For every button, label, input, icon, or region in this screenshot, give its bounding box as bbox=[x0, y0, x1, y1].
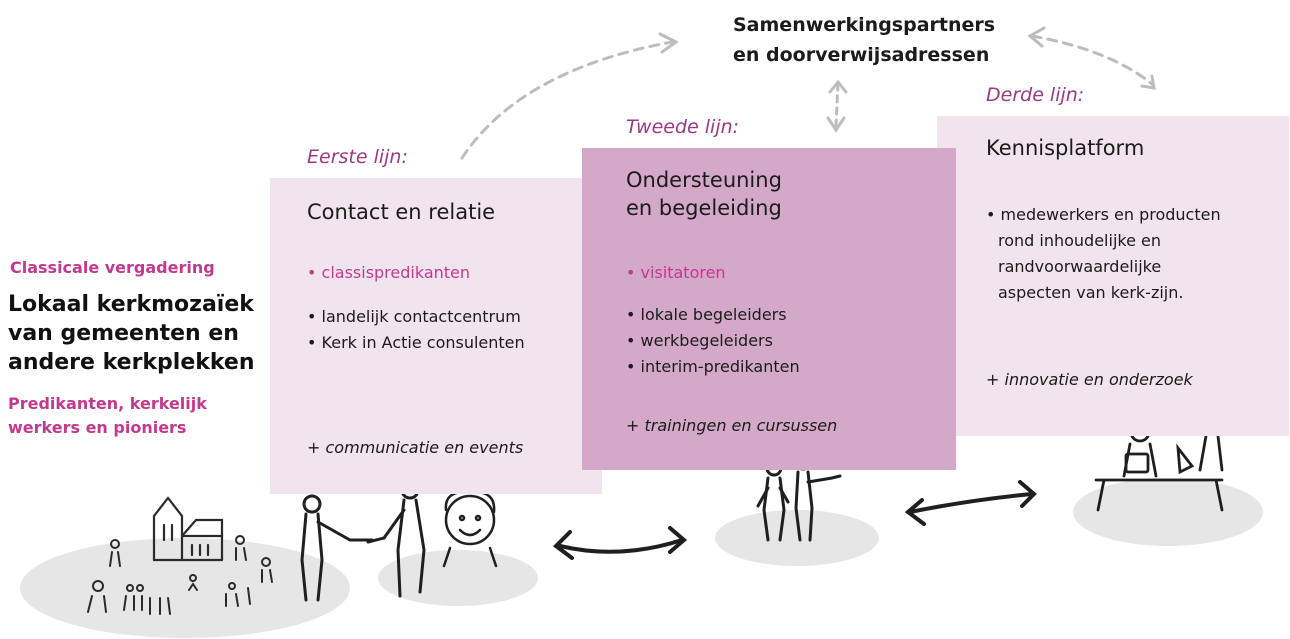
meeting-ground-ellipse bbox=[1073, 478, 1263, 546]
eerste-lijn-extra: + communicatie en events bbox=[307, 438, 524, 457]
dashed-arrow-left-head bbox=[658, 32, 679, 54]
dashed-arrow-right bbox=[1030, 34, 1154, 86]
derde-lijn-title: Kennisplatform bbox=[986, 136, 1145, 160]
eerste-lijn-item-2: • Kerk in Actie consulenten bbox=[307, 333, 525, 352]
tweede-lijn-box bbox=[582, 148, 956, 470]
derde-lijn-item-4: aspecten van kerk-zijn. bbox=[998, 283, 1184, 302]
derde-lijn-box bbox=[937, 116, 1289, 436]
handshake-ground-ellipse bbox=[378, 550, 538, 606]
classicale-vergadering-label: Classicale vergadering bbox=[10, 258, 215, 277]
church-people bbox=[87, 535, 273, 615]
derde-lijn-item-2: rond inhoudelijke en bbox=[998, 231, 1161, 250]
predikanten-label: Predikanten, kerkelijk werkers en pionie… bbox=[8, 392, 207, 440]
eerste-lijn-box bbox=[270, 178, 602, 494]
derde-lijn-extra: + innovatie en onderzoek bbox=[986, 370, 1193, 389]
kerkmozaiek-line-2: van gemeenten en bbox=[8, 321, 239, 346]
tweede-lijn-title: Ondersteuning en begeleiding bbox=[626, 166, 782, 222]
derde-lijn-item-1: • medewerkers en producten bbox=[986, 205, 1221, 224]
eerste-lijn-title: Contact en relatie bbox=[307, 200, 496, 224]
church-ground-ellipse bbox=[20, 538, 350, 638]
derde-lijn-label: Derde lijn: bbox=[986, 84, 1085, 106]
dashed-arrow-middle bbox=[834, 82, 840, 128]
derde-lijn-item-3: randvoorwaardelijke bbox=[998, 257, 1162, 276]
kerkmozaiek-line-3: andere kerkplekken bbox=[8, 350, 255, 375]
dashed-arrow-left bbox=[460, 40, 674, 160]
dashed-arrow-right-heads bbox=[1027, 26, 1156, 90]
tweede-lijn-item-1: • lokale begeleiders bbox=[626, 305, 787, 324]
tweede-lijn-extra: + trainingen en cursussen bbox=[626, 416, 838, 435]
kerkmozaiek-line-1: Lokaal kerkmozaïek bbox=[8, 292, 254, 317]
tweede-lijn-title-line-2: en begeleiding bbox=[626, 196, 782, 220]
smiling-person-illustration bbox=[442, 490, 498, 568]
partners-heading: Samenwerkingspartners en doorverwijsadre… bbox=[733, 10, 995, 70]
eerste-lijn-label: Eerste lijn: bbox=[307, 146, 408, 168]
predikanten-line-2: werkers en pioniers bbox=[8, 418, 187, 437]
eerste-lijn-item-1: • landelijk contactcentrum bbox=[307, 307, 521, 326]
partners-line-1: Samenwerkingspartners bbox=[733, 14, 996, 36]
partners-line-2: en doorverwijsadressen bbox=[733, 44, 990, 66]
kerkmozaiek-heading: Lokaal kerkmozaïek van gemeenten en ande… bbox=[8, 290, 255, 377]
double-arrow-icon bbox=[552, 480, 1037, 560]
eerste-lijn-highlight: • classispredikanten bbox=[307, 263, 471, 282]
dashed-arrow-middle-heads bbox=[826, 79, 848, 133]
visitators-ground-ellipse bbox=[715, 510, 879, 566]
predikanten-line-1: Predikanten, kerkelijk bbox=[8, 394, 207, 413]
meeting-illustration bbox=[1094, 417, 1224, 512]
tweede-lijn-item-2: • werkbegeleiders bbox=[626, 331, 773, 350]
tweede-lijn-title-line-1: Ondersteuning bbox=[626, 168, 782, 192]
tweede-lijn-label: Tweede lijn: bbox=[626, 116, 740, 138]
tweede-lijn-highlight: • visitatoren bbox=[626, 263, 726, 282]
church-illustration bbox=[152, 496, 224, 562]
tweede-lijn-item-3: • interim-predikanten bbox=[626, 357, 800, 376]
